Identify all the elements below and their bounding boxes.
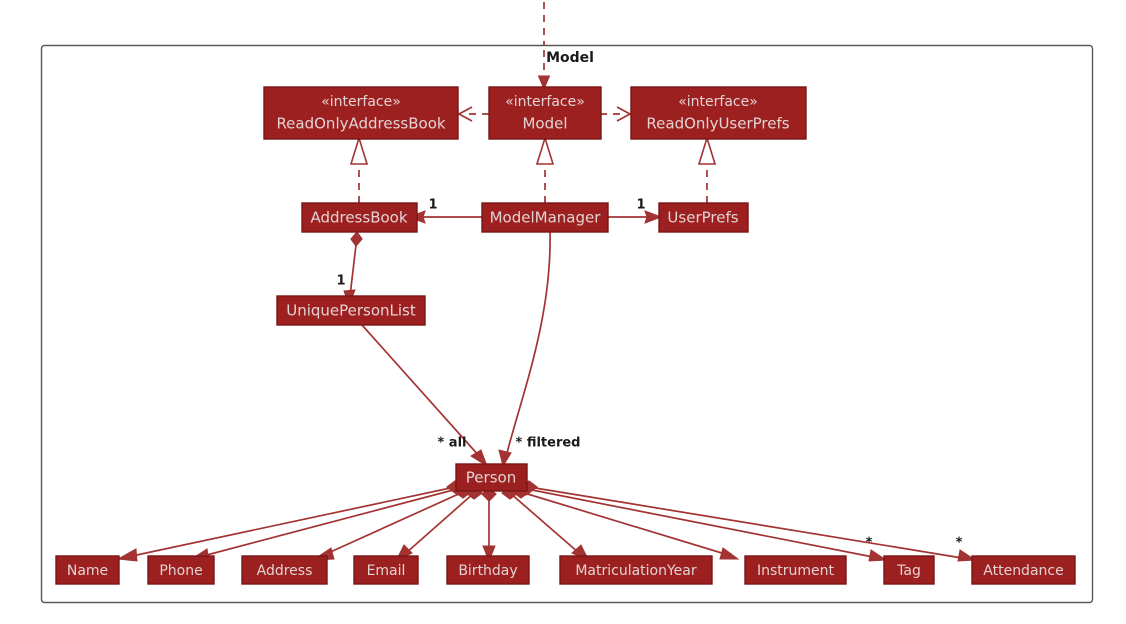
node-phone-box[interactable]	[147, 555, 215, 585]
node-uniquepersonlist-box[interactable]	[276, 295, 426, 326]
triangle-userprefs-realization	[697, 135, 717, 165]
arrowhead-modelmanager-to-userprefs	[644, 210, 663, 224]
multiplicity-addressbook: 1	[428, 198, 437, 213]
node-person[interactable]: Person	[455, 463, 528, 492]
node-instrument-box[interactable]	[744, 555, 847, 585]
multiplicity-attendance: *	[956, 536, 963, 551]
node-model-label: Model	[522, 115, 567, 133]
node-readonlyaddressbook-stereotype: «interface»	[321, 94, 401, 110]
edge-person-to-email	[405, 492, 475, 554]
arrowhead-uniquepersonlist-to-person	[470, 449, 488, 468]
node-person-label: Person	[466, 469, 516, 487]
arrowhead-person-to-instrument	[719, 547, 740, 560]
node-readonlyaddressbook-label: ReadOnlyAddressBook	[276, 115, 445, 133]
node-userprefs-label: UserPrefs	[667, 209, 738, 227]
arrowhead-model-to-readonlyuserprefs	[616, 106, 632, 122]
node-name-box[interactable]	[55, 555, 120, 585]
edge-person-to-attendance	[528, 486, 963, 559]
node-phone-label: Phone	[159, 563, 202, 579]
node-userprefs-box[interactable]	[658, 202, 749, 233]
arrowhead-model-to-readonlyaddressbook	[457, 106, 473, 122]
diamond-addressbook-composition	[350, 231, 363, 247]
node-modelmanager[interactable]: ModelManager	[481, 202, 609, 233]
node-tag[interactable]: Tag	[883, 555, 935, 585]
node-readonlyuserprefs[interactable]: «interface» ReadOnlyUserPrefs	[630, 86, 807, 140]
multiplicity-person-filtered: * filtered	[516, 436, 581, 451]
node-name[interactable]: Name	[55, 555, 120, 585]
multiplicity-userprefs: 1	[636, 198, 645, 213]
node-readonlyaddressbook-box[interactable]	[263, 86, 459, 140]
multiplicity-uniquepersonlist: 1	[336, 274, 345, 289]
node-birthday-box[interactable]	[446, 555, 530, 585]
edge-person-to-phone	[202, 488, 458, 557]
node-tag-label: Tag	[896, 563, 921, 579]
node-model-stereotype: «interface»	[505, 94, 585, 110]
edge-person-to-matriculationyear	[509, 492, 580, 554]
multiplicity-person-all: * all	[437, 436, 466, 451]
edge-modelmanager-to-person	[505, 231, 551, 458]
node-readonlyuserprefs-box[interactable]	[630, 86, 807, 140]
node-tag-box[interactable]	[883, 555, 935, 585]
node-model-box[interactable]	[488, 86, 602, 140]
node-matriculationyear-box[interactable]	[559, 555, 713, 585]
node-userprefs[interactable]: UserPrefs	[658, 202, 749, 233]
arrowhead-modelmanager-to-person	[498, 449, 512, 468]
node-instrument-label: Instrument	[757, 563, 835, 579]
node-birthday[interactable]: Birthday	[446, 555, 530, 585]
node-readonlyaddressbook[interactable]: «interface» ReadOnlyAddressBook	[263, 86, 459, 140]
node-uniquepersonlist-label: UniquePersonList	[286, 302, 416, 320]
node-email-box[interactable]	[353, 555, 419, 585]
triangle-addressbook-realization	[349, 135, 369, 165]
node-addressbook[interactable]: AddressBook	[301, 202, 418, 233]
node-readonlyuserprefs-label: ReadOnlyUserPrefs	[646, 115, 789, 133]
node-modelmanager-label: ModelManager	[490, 209, 602, 227]
node-email[interactable]: Email	[353, 555, 419, 585]
node-attendance[interactable]: Attendance	[971, 555, 1076, 585]
arrowhead-person-to-birthday	[482, 545, 496, 563]
node-modelmanager-box[interactable]	[481, 202, 609, 233]
node-name-label: Name	[67, 563, 108, 579]
node-addressbook-box[interactable]	[301, 202, 418, 233]
node-model[interactable]: «interface» Model	[488, 86, 602, 140]
node-addressbook-label: AddressBook	[310, 209, 407, 227]
node-phone[interactable]: Phone	[147, 555, 215, 585]
edge-person-to-instrument	[520, 491, 726, 555]
node-instrument[interactable]: Instrument	[744, 555, 847, 585]
node-attendance-box[interactable]	[971, 555, 1076, 585]
node-matriculationyear[interactable]: MatriculationYear	[559, 555, 713, 585]
node-readonlyuserprefs-stereotype: «interface»	[678, 94, 758, 110]
node-address-label: Address	[257, 563, 313, 579]
node-birthday-label: Birthday	[458, 563, 517, 579]
edge-uniquepersonlist-to-person	[361, 324, 481, 458]
node-attendance-label: Attendance	[983, 563, 1063, 579]
node-address-box[interactable]	[241, 555, 328, 585]
arrowhead-person-to-name	[116, 548, 138, 562]
arrowhead-person-to-attendance	[957, 549, 977, 562]
edge-person-to-name	[131, 486, 456, 557]
edge-addressbook-to-uniquepersonlist	[349, 244, 357, 297]
arrowhead-external-to-model	[537, 75, 551, 91]
node-person-box[interactable]	[455, 463, 528, 492]
node-matriculationyear-label: MatriculationYear	[575, 563, 697, 579]
edge-person-to-address	[325, 491, 464, 555]
node-address[interactable]: Address	[241, 555, 328, 585]
triangle-modelmanager-realization	[535, 135, 555, 165]
node-uniquepersonlist[interactable]: UniquePersonList	[276, 295, 426, 326]
package-frame	[40, 44, 1094, 604]
arrowhead-person-to-tag	[868, 549, 888, 562]
node-email-label: Email	[367, 563, 406, 579]
package-title: Model	[546, 50, 594, 66]
edge-person-to-tag	[526, 488, 874, 558]
